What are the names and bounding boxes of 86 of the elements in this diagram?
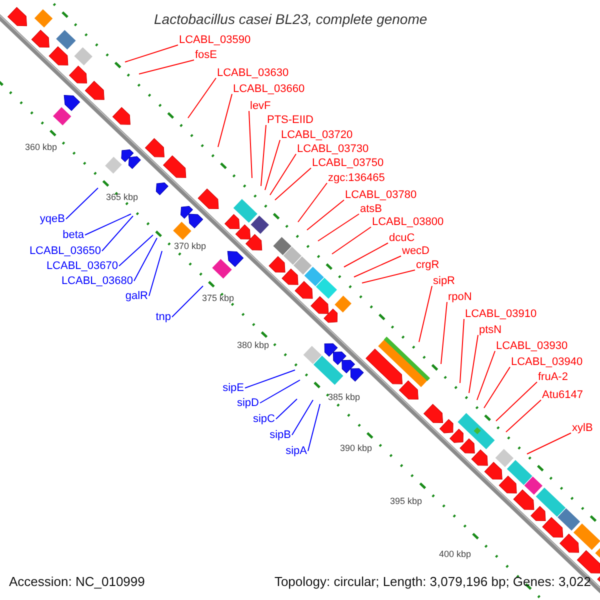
- gene-label: LCABL_03780: [345, 189, 417, 202]
- gene-label: LCABL_03650: [29, 245, 101, 258]
- gene-label: fosE: [195, 49, 218, 62]
- leader-line: [344, 242, 388, 268]
- leader-line: [218, 94, 232, 148]
- position-label: 390 kbp: [340, 443, 372, 454]
- gene-label: ptsN: [479, 324, 502, 337]
- position-label: 370 kbp: [174, 241, 206, 252]
- leader-line: [476, 350, 496, 400]
- position-label: 360 kbp: [25, 142, 58, 153]
- gene-label: beta: [62, 229, 84, 242]
- gene-label: sipB: [270, 429, 291, 442]
- gene-label: tnp: [156, 311, 171, 324]
- leader-line: [506, 400, 542, 432]
- gene-label: LCABL_03750: [312, 157, 384, 170]
- gene-label: zgc:136465: [328, 172, 385, 185]
- leader-line: [332, 226, 372, 254]
- leader-line: [102, 216, 134, 252]
- gene-label: LCABL_03680: [61, 275, 133, 288]
- gene-label: LCABL_03800: [372, 216, 444, 229]
- leader-line: [418, 286, 432, 342]
- leader-line: [172, 286, 204, 318]
- leader-line: [124, 44, 178, 62]
- leader-line: [148, 250, 162, 296]
- leader-line: [260, 124, 266, 186]
- gene-label: LCABL_03660: [233, 83, 305, 96]
- position-label: 380 kbp: [237, 340, 270, 351]
- leader-line: [440, 302, 448, 364]
- gene-label: xylB: [572, 422, 593, 435]
- genome-info-label: Topology: circular; Length: 3,079,196 bp; Genes: 3,022: [274, 574, 591, 589]
- position-label: 385 kbp: [328, 392, 360, 403]
- leader-line: [188, 78, 216, 118]
- leader-line: [274, 168, 312, 200]
- gene-label: sipA: [286, 445, 307, 458]
- leader-line: [306, 200, 344, 230]
- gene-label: LCABL_03910: [465, 308, 537, 321]
- leader-line: [318, 214, 360, 242]
- gene-label: LCABL_03670: [46, 260, 118, 273]
- gene-label: fruA-2: [538, 371, 568, 384]
- leader-line: [134, 238, 158, 282]
- leader-line: [292, 400, 314, 436]
- accession-label: Accession: NC_010999: [9, 574, 145, 589]
- gene-label: sipR: [433, 275, 456, 288]
- title: Lactobacillus casei BL23, complete genome: [154, 10, 428, 29]
- leader-line: [460, 318, 464, 384]
- leader-line: [298, 182, 328, 222]
- gene-label: sipE: [222, 382, 244, 395]
- gene-label: sipC: [252, 413, 275, 426]
- leader-line: [484, 366, 510, 408]
- position-label: 400 kbp: [439, 549, 472, 560]
- gene-label: galR: [125, 290, 148, 303]
- leader-line: [270, 154, 296, 196]
- leader-line: [308, 404, 320, 452]
- gene-label: LCABL_03590: [179, 34, 251, 47]
- leader-line: [248, 110, 252, 178]
- gene-label: atsB: [360, 203, 382, 216]
- position-label: 395 kbp: [390, 496, 422, 507]
- gene-label: LCABL_03730: [297, 143, 369, 156]
- gene-label: PTS-EIID: [267, 114, 314, 127]
- gene-label: Atu6147: [542, 389, 583, 402]
- leader-line: [118, 234, 154, 266]
- gene-label: LCABL_03630: [217, 67, 289, 80]
- leader-line: [362, 270, 416, 284]
- leader-line: [526, 432, 572, 454]
- leader-line: [496, 382, 538, 422]
- leader-line: [244, 370, 296, 388]
- leader-line: [260, 380, 300, 404]
- leader-line: [468, 334, 478, 394]
- position-label: 375 kbp: [202, 293, 234, 304]
- leader-line: [66, 188, 98, 220]
- gene-label: levF: [250, 100, 271, 113]
- gene-label: yqeB: [40, 213, 65, 226]
- gene-label: LCABL_03720: [281, 129, 353, 142]
- leader-line: [264, 140, 280, 190]
- gene-label: crgR: [416, 259, 440, 272]
- leader-line: [276, 398, 298, 420]
- leader-line: [354, 256, 402, 278]
- gene-label: rpoN: [448, 291, 472, 304]
- gene-label: sipD: [236, 397, 259, 410]
- gene-label: wecD: [402, 245, 430, 258]
- position-label: 365 kbp: [106, 192, 138, 203]
- gene-label: LCABL_03940: [511, 356, 583, 369]
- gene-label: LCABL_03930: [496, 340, 568, 353]
- leader-line: [84, 214, 132, 236]
- leader-line: [138, 60, 194, 74]
- gene-label: dcuC: [389, 232, 415, 245]
